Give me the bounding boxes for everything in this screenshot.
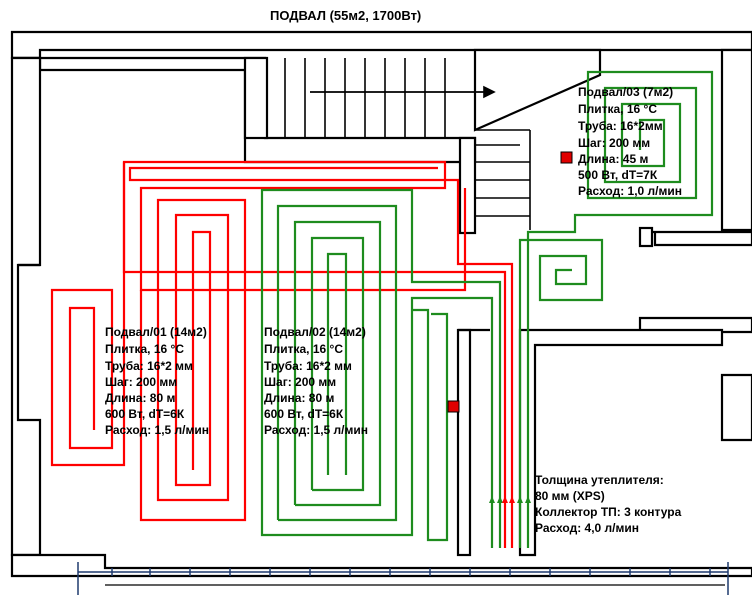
wall-bottom	[10, 553, 752, 578]
zone-02-line-3: Шаг: 200 мм	[264, 375, 336, 389]
zone-01-line-5: 600 Вт, dT=6К	[105, 407, 185, 421]
wall-left	[10, 56, 42, 557]
zone-02-line-1: Плитка, 16 °С	[264, 342, 343, 356]
wall-boiler	[518, 328, 724, 557]
wall-right-mid	[638, 316, 752, 334]
zone-01-line-6: Расход: 1,5 л/мин	[105, 423, 209, 437]
note-line-1: 80 мм (XPS)	[535, 489, 605, 503]
wall-right-room	[640, 230, 752, 247]
wall-right-partition	[638, 226, 654, 248]
wall-center	[456, 328, 472, 557]
zone-03-line-2: Труба: 16*2мм	[578, 119, 663, 133]
arrow-icon	[483, 85, 496, 99]
zone-02-line-2: Труба: 16*2 мм	[264, 359, 352, 373]
manifold-notes: Толщина утеплителя: 80 мм (XPS) Коллекто…	[535, 473, 682, 535]
zone-02-line-5: 600 Вт, dT=6К	[264, 407, 344, 421]
stair-frame-right	[473, 48, 602, 132]
circuit-01-outer	[122, 160, 507, 548]
zone-01-line-0: Подвал/01 (14м2)	[105, 325, 207, 339]
zone-03-line-4: Длина: 45 м	[578, 152, 648, 166]
note-line-3: Расход: 4,0 л/мин	[535, 521, 639, 535]
zone-01-line-4: Длина: 80 м	[105, 391, 175, 405]
wall-right-top	[720, 48, 752, 232]
circuit-03-serpentine	[518, 70, 714, 548]
stair-frame-left	[243, 56, 269, 140]
wall-right-lower	[720, 373, 752, 442]
wall-top	[10, 30, 752, 60]
page-title: ПОДВАЛ (55м2, 1700Вт)	[270, 8, 421, 23]
zone-02-line-0: Подвал/02 (14м2)	[264, 325, 366, 339]
zone-03-line-5: 500 Вт, dT=7К	[578, 168, 658, 182]
zone-01-line-1: Плитка, 16 °С	[105, 342, 184, 356]
zone-label-02: Подвал/02 (14м2) Плитка, 16 °С Труба: 16…	[264, 325, 368, 437]
manifold-marker-02	[447, 400, 460, 413]
zone-02-line-4: Длина: 80 м	[264, 391, 334, 405]
manifold-arrows	[489, 496, 531, 503]
zone-01-line-3: Шаг: 200 мм	[105, 375, 177, 389]
axis-ruler	[77, 562, 729, 595]
zone-03-line-6: Расход: 1,0 л/мин	[578, 184, 682, 198]
circuit-01-serpentine	[50, 162, 514, 548]
zone-03-line-1: Плитка, 16 °С	[578, 102, 657, 116]
zone-label-03: Подвал/03 (7м2) Плитка, 16 °С Труба: 16*…	[578, 85, 682, 198]
zone-03-line-3: Шаг: 200 мм	[578, 136, 650, 150]
zone-01-line-2: Труба: 16*2 мм	[105, 359, 193, 373]
wall-stair-post	[458, 136, 477, 235]
manifold-marker-01	[560, 151, 573, 164]
zone-03-line-0: Подвал/03 (7м2)	[578, 85, 673, 99]
walls	[10, 30, 752, 578]
circuit-02-serpentine	[260, 188, 502, 548]
note-line-0: Толщина утеплителя:	[535, 473, 664, 487]
zone-label-01: Подвал/01 (14м2) Плитка, 16 °С Труба: 16…	[105, 325, 209, 437]
zone-02-line-6: Расход: 1,5 л/мин	[264, 423, 368, 437]
note-line-2: Коллектор ТП: 3 контура	[535, 505, 682, 519]
staircase	[284, 58, 531, 230]
